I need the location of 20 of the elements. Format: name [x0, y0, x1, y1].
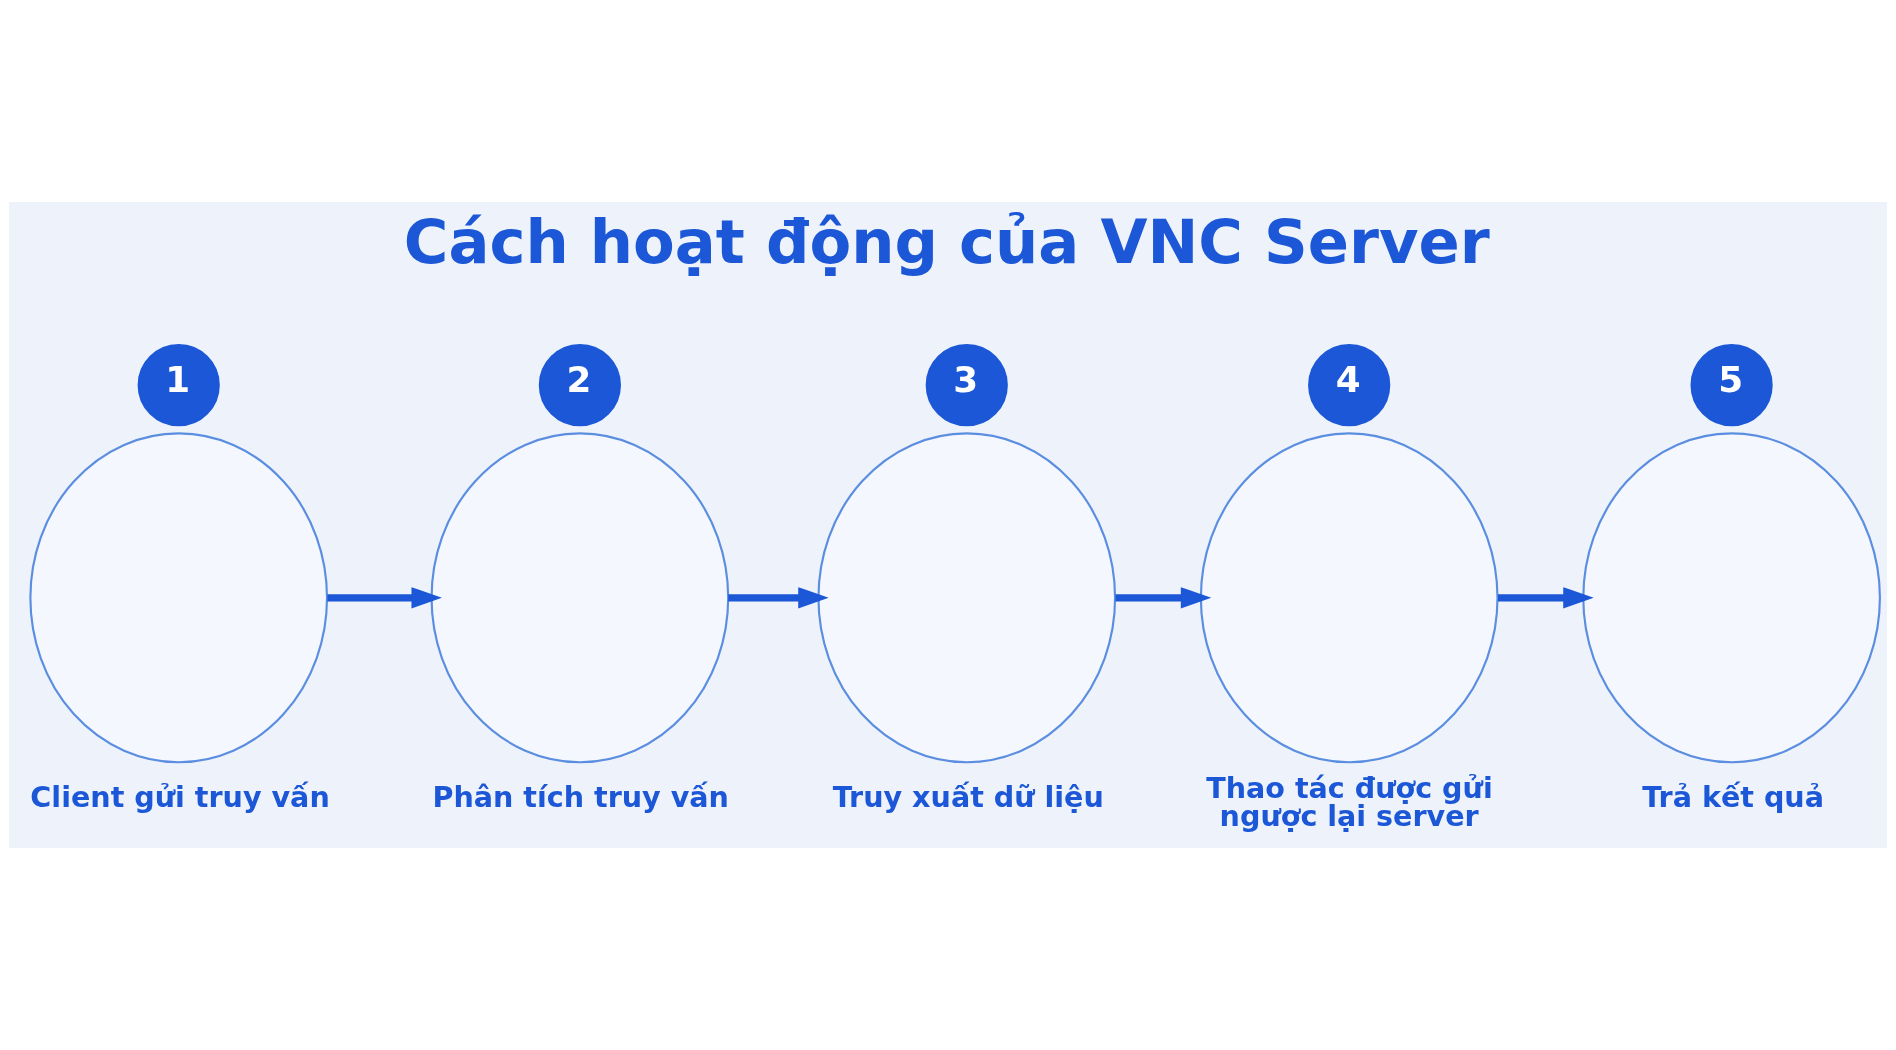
arrow	[1115, 587, 1212, 609]
arrow	[327, 587, 442, 609]
node-circle: 1	[137, 344, 220, 427]
arrow	[1498, 587, 1594, 609]
node-label: Thao tác được gửi ngược lại server	[1206, 770, 1493, 834]
node-label: Client gửi truy vấn	[30, 779, 330, 814]
node-circle	[430, 432, 730, 764]
node-circle	[1582, 432, 1881, 764]
arrow	[728, 587, 829, 609]
node-circle: 4	[1308, 344, 1391, 427]
node-circle: 2	[538, 344, 621, 427]
node-circle	[817, 432, 1117, 764]
node-label: Truy xuất dữ liệu	[832, 779, 1104, 814]
diagram-title: Cách hoạt động của VNC Server	[403, 207, 1490, 278]
node-label: Phân tích truy vấn	[432, 779, 729, 814]
node-circle: 3	[925, 344, 1008, 427]
node-circle	[29, 432, 329, 764]
node-circle	[1199, 432, 1499, 764]
node-circle: 5	[1690, 344, 1773, 427]
node-label: Trả kết quả	[1642, 779, 1825, 814]
